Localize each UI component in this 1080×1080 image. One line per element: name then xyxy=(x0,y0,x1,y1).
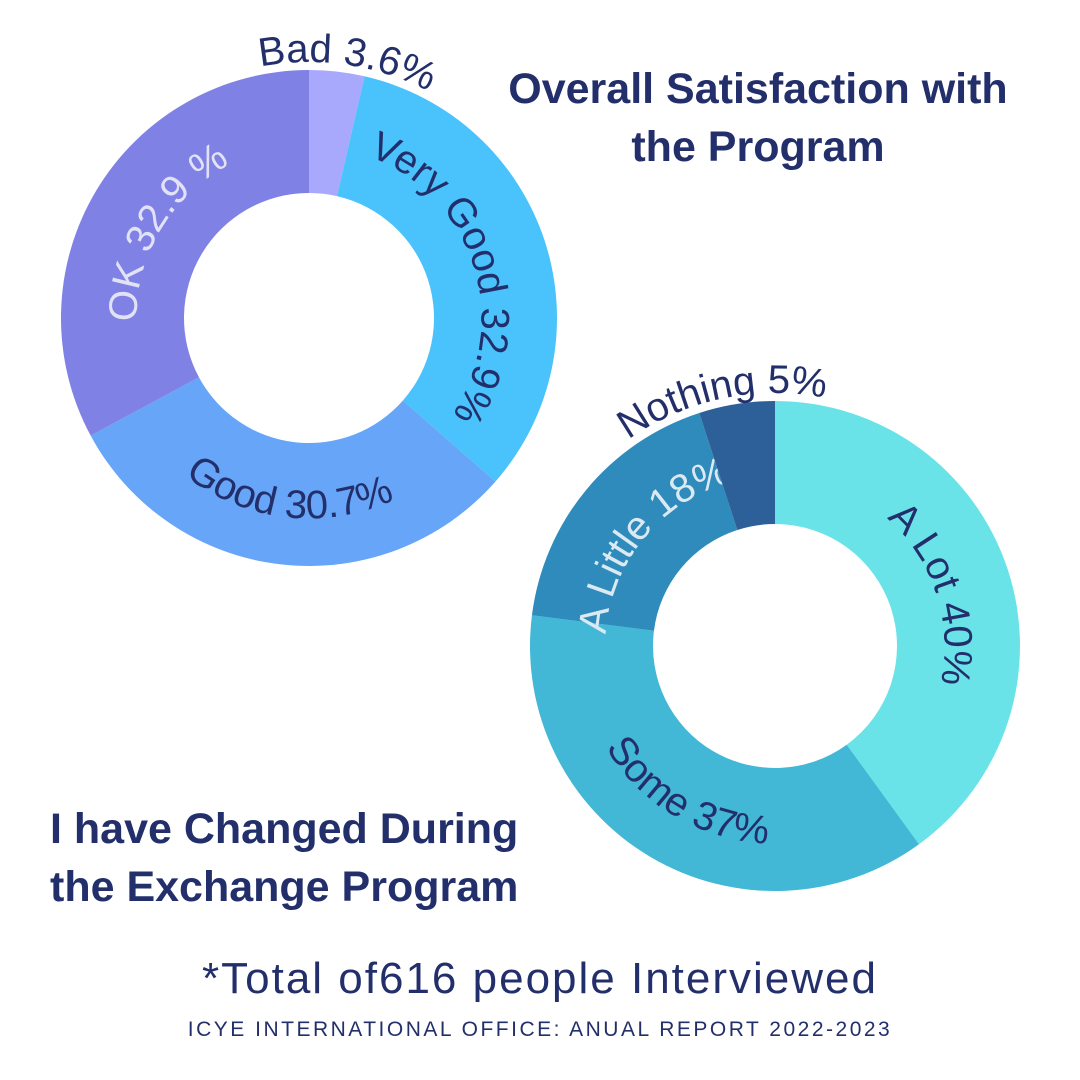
satisfaction-chart-title: Overall Satisfaction with the Program xyxy=(508,65,1008,171)
donut-slice-a-little xyxy=(531,412,738,631)
changed-chart-title: I have Changed During the Exchange Progr… xyxy=(50,805,519,911)
donut-slice-ok xyxy=(60,70,309,436)
donut-slice-very-good xyxy=(337,76,557,482)
donut-slice-good xyxy=(90,377,496,566)
donut-slice-a-lot xyxy=(775,401,1020,845)
report-source: ICYE INTERNATIONAL OFFICE: ANUAL REPORT … xyxy=(187,1018,893,1041)
donut-slice-nothing xyxy=(699,401,775,530)
donut-slice-some xyxy=(529,615,920,891)
total-interviewed-note: *Total of616 people Interviewed xyxy=(202,954,878,1003)
donut-slice-bad xyxy=(309,70,365,197)
